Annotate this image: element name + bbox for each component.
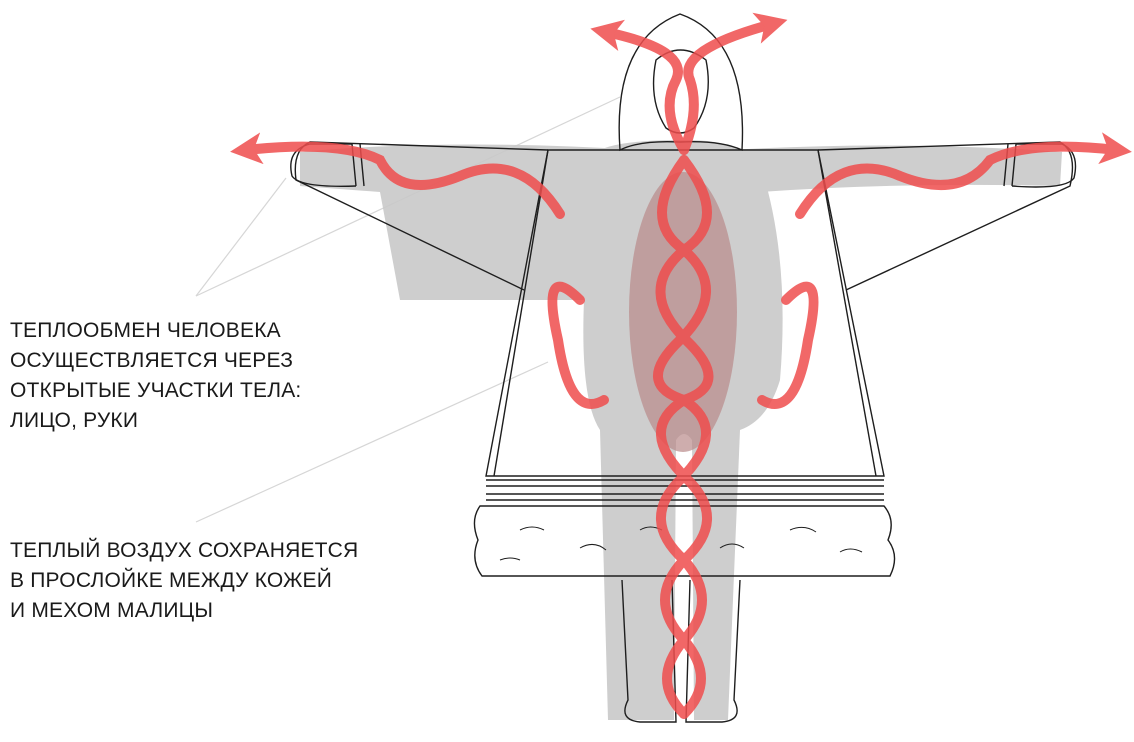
core-heat-zone	[629, 172, 737, 452]
heat-arrow-up-right	[684, 24, 772, 150]
coat-center-right	[818, 150, 876, 476]
caption-heat-exchange: ТЕПЛООБМЕН ЧЕЛОВЕКА ОСУЩЕСТВЛЯЕТСЯ ЧЕРЕЗ…	[10, 316, 340, 436]
heat-arrow-up-left	[606, 32, 684, 150]
hood	[619, 14, 742, 150]
leader-line-heat-exchange-hand	[196, 178, 286, 296]
caption-warm-air: ТЕПЛЫЙ ВОЗДУХ СОХРАНЯЕТСЯ В ПРОСЛОЙКЕ МЕ…	[10, 536, 390, 626]
